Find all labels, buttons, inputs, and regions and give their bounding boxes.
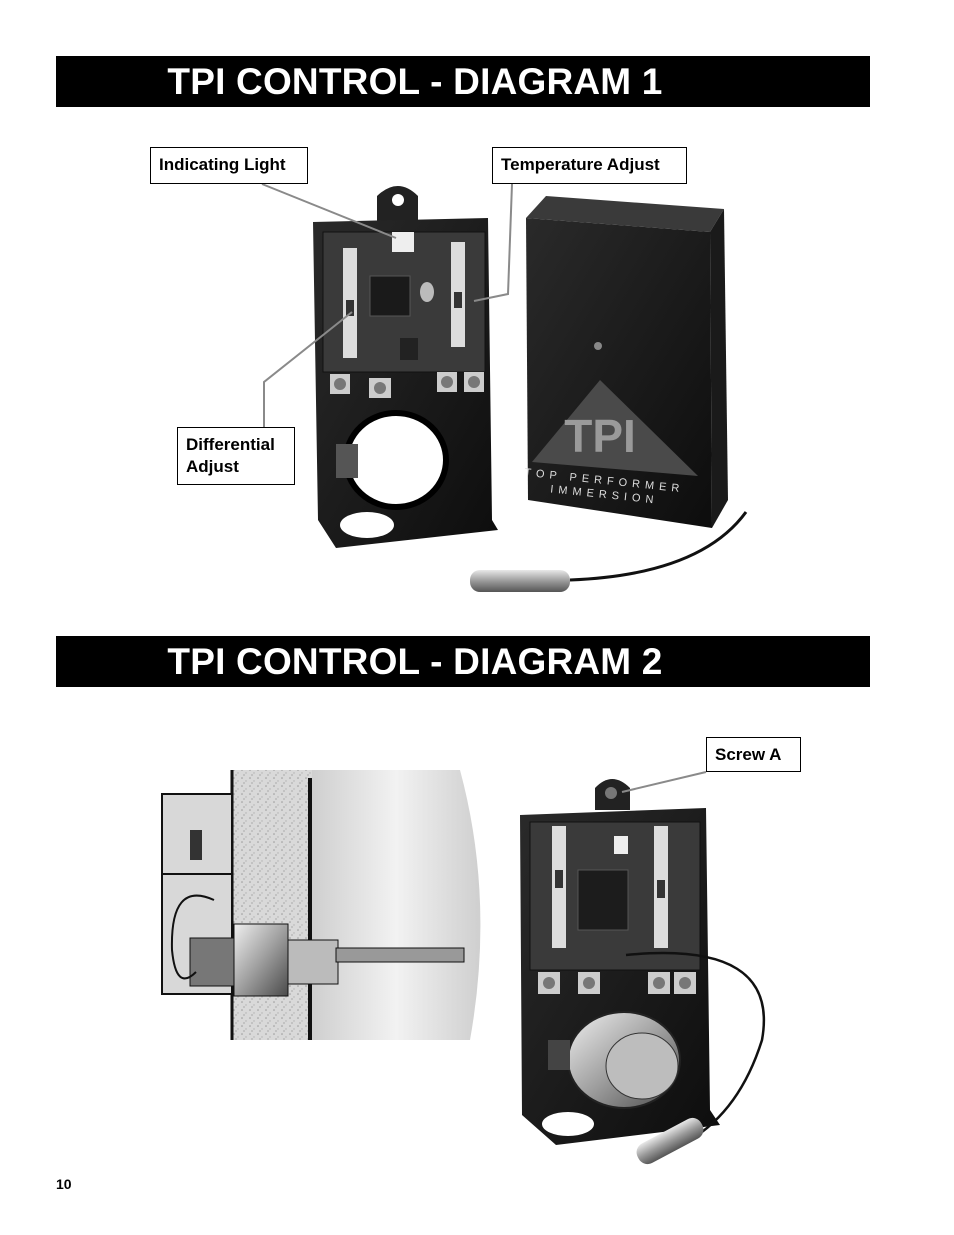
callout-indicating-light: Indicating Light [150,147,308,184]
installation-cross-section [161,770,481,1040]
callout-screw-a-label: Screw A [715,745,782,764]
cover-brand-logo: TPI [564,410,636,462]
diagram-2-title-banner: TPI CONTROL - DIAGRAM 2 [56,636,870,687]
callout-differential-adjust-line-2: Adjust [186,457,239,476]
sensor-probe-1 [470,511,748,592]
page-number: 10 [56,1176,72,1192]
callout-differential-adjust: Differential Adjust [177,427,295,485]
callout-differential-adjust-line-1: Differential [186,435,275,454]
assembled-control-photo [520,779,765,1165]
control-cover-photo: TPI TOP PERFORMER IMMERSION [524,196,728,528]
diagram-1-title: TPI CONTROL - DIAGRAM 1 [167,60,663,102]
callout-indicating-light-label: Indicating Light [159,155,286,174]
diagram-1-title-banner: TPI CONTROL - DIAGRAM 1 [56,56,870,107]
leader-lines-1 [261,183,513,427]
callout-screw-a: Screw A [706,737,801,772]
leader-line-screw-a [621,771,707,793]
callout-temperature-adjust-label: Temperature Adjust [501,155,660,174]
control-base-photo [313,186,498,548]
callout-temperature-adjust: Temperature Adjust [492,147,687,184]
diagram-2-title: TPI CONTROL - DIAGRAM 2 [167,640,663,682]
